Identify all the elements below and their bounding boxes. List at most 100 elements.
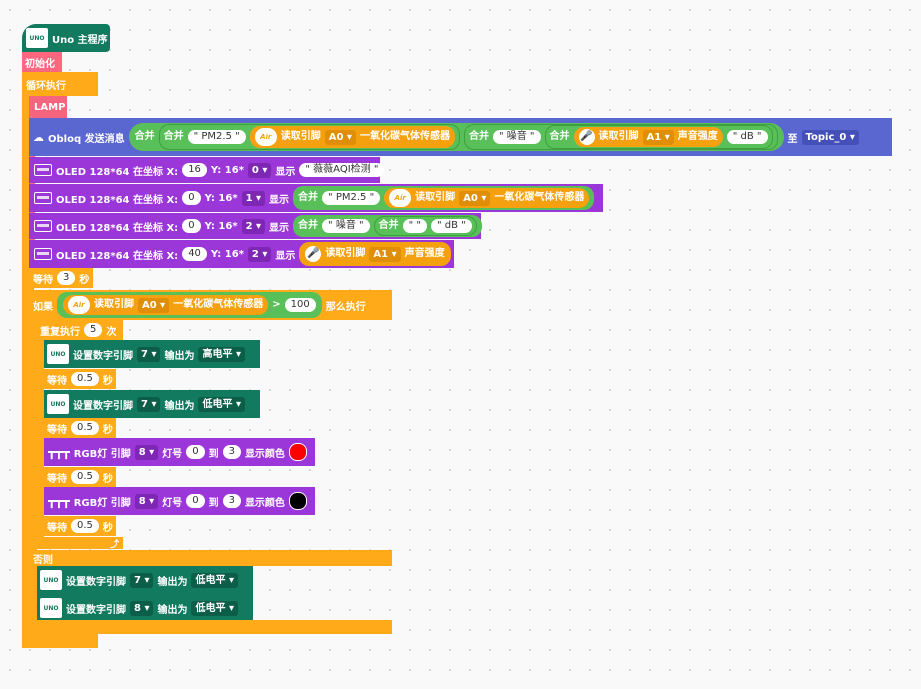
db-string[interactable]: " dB " [431,219,472,233]
else-set-pin8-low-block[interactable]: UNO 设置数字引脚 8 ▾ 输出为 低电平 ▾ [37,594,253,622]
microphone-icon: 🎤 [305,246,322,262]
pin-select-a1[interactable]: A1 ▾ [369,246,401,262]
if-block[interactable]: 如果 Air 读取引脚 A0 ▾ 一氧化碳气体传感器 > 100 那么执行 [29,290,392,320]
repeat-count-input[interactable]: 5 [84,323,103,337]
to-label: 到 [208,448,219,460]
noise-string[interactable]: " 噪音 " [492,130,541,144]
from-input[interactable]: 0 [186,445,205,459]
sound-sensor-reader[interactable]: 🎤 读取引脚 A1 ▾ 声音强度 [573,127,723,147]
y-select[interactable]: 1 ▾ [241,190,266,206]
pin-select[interactable]: 7 ▾ [130,572,154,588]
y-label: Y: 16* [210,248,244,260]
color-swatch-red[interactable] [288,443,307,461]
else-set-pin7-low-block[interactable]: UNO 设置数字引脚 7 ▾ 输出为 低电平 ▾ [37,566,253,594]
merge-outer[interactable]: 合并 合并 " PM2.5 " Air 读取引脚 A0 ▾ 一氧化碳气体传感器 … [128,123,784,151]
wait-label: 等待 [33,274,53,286]
pm25-string[interactable]: " PM2.5 " [322,191,381,205]
init-block[interactable]: 初始化 [22,52,62,72]
wait-block[interactable]: 等待 3 秒 [29,268,93,288]
oled-show-block-2[interactable]: OLED 128*64 在坐标 X: 0 Y: 16* 1 ▾ 显示 合并 " … [29,184,603,212]
merge-block[interactable]: 合并 " PM2.5 " Air 读取引脚 A0 ▾ 一氧化碳气体传感器 [293,186,595,210]
pin-select-a1[interactable]: A1 ▾ [642,129,674,145]
to-input[interactable]: 3 [222,494,241,508]
co-sensor-reader[interactable]: Air 读取引脚 A0 ▾ 一氧化碳气体传感器 [249,126,455,148]
merge-inner[interactable]: 合并 " " " dB " [373,216,477,236]
wait-seconds-input[interactable]: 0.5 [71,519,99,533]
wait-seconds-input[interactable]: 3 [57,271,76,285]
wait-label: 等待 [47,473,67,485]
uno-board-icon: UNO [47,394,69,414]
pin-select-a0[interactable]: A0 ▾ [138,297,170,313]
level-select[interactable]: 低电平 ▾ [198,396,245,412]
wait-half-block-3[interactable]: 等待 0.5 秒 [44,467,116,487]
rgb-led-black-block[interactable]: ┳┳┳ RGB灯 引脚 8 ▾ 灯号 0 到 3 显示颜色 [44,487,315,515]
y-select[interactable]: 0 ▾ [247,162,272,178]
pin-select[interactable]: 7 ▾ [137,396,161,412]
pm25-string[interactable]: " PM2.5 " [187,130,246,144]
pin-select-a0[interactable]: A0 ▾ [324,129,356,145]
x-input[interactable]: 16 [182,163,207,177]
x-input[interactable]: 40 [182,247,207,261]
x-input[interactable]: 0 [182,219,201,233]
oled-label: OLED 128*64 在坐标 X: [56,166,179,178]
merge-block[interactable]: 合并 " 噪音 " 合并 " " " dB " [293,215,482,237]
blank-string[interactable]: " " [402,219,427,233]
from-input[interactable]: 0 [186,494,205,508]
merge-label: 合并 [298,220,319,231]
topic-select[interactable]: Topic_0 ▾ [801,129,859,145]
sound-label: 声音强度 [677,131,718,142]
compare-value-input[interactable]: 100 [284,298,316,312]
db-string[interactable]: " dB " [726,130,768,144]
oled-show-block-4[interactable]: OLED 128*64 在坐标 X: 40 Y: 16* 2 ▾ 显示 🎤 读取… [29,240,454,268]
show-label: 显示 [275,250,296,262]
co-sensor-reader[interactable]: Air 读取引脚 A0 ▾ 一氧化碳气体传感器 [384,188,590,208]
pin-select[interactable]: 7 ▾ [137,346,161,362]
merge-sound[interactable]: 合并 🎤 读取引脚 A1 ▾ 声音强度 " dB " [544,125,773,149]
lamp-label: LAMP [34,101,66,113]
sound-sensor-reader[interactable]: 🎤 读取引脚 A1 ▾ 声音强度 [299,242,451,266]
wait-half-block-2[interactable]: 等待 0.5 秒 [44,418,116,438]
lamp-number-label: 灯号 [162,448,183,460]
uno-board-icon: UNO [40,598,62,618]
obloq-send-block[interactable]: ☁ Obloq 发送消息 合并 合并 " PM2.5 " Air 读取引脚 A0… [29,118,892,156]
compare-block[interactable]: Air 读取引脚 A0 ▾ 一氧化碳气体传感器 > 100 [57,292,322,318]
wait-seconds-input[interactable]: 0.5 [71,372,99,386]
text-input[interactable]: " 薇薇AQI检测 " [299,163,385,177]
merge-pm25[interactable]: 合并 " PM2.5 " Air 读取引脚 A0 ▾ 一氧化碳气体传感器 [158,124,460,150]
co-sensor-reader[interactable]: Air 读取引脚 A0 ▾ 一氧化碳气体传感器 [63,295,269,315]
lamp-function-block[interactable]: LAMP [29,96,67,118]
oled-screen-icon [34,248,52,260]
wait-half-block-4[interactable]: 等待 0.5 秒 [44,516,116,536]
y-select[interactable]: 2 ▾ [241,218,266,234]
noise-string[interactable]: " 噪音 " [322,219,370,233]
to-input[interactable]: 3 [222,445,241,459]
loop-block[interactable]: 循环执行 [22,72,98,96]
y-select[interactable]: 2 ▾ [247,246,272,262]
level-select[interactable]: 低电平 ▾ [191,572,238,588]
repeat-block[interactable]: 重复执行 5 次 [37,320,123,340]
level-select[interactable]: 低电平 ▾ [191,600,238,616]
set-digital-pin-low-block[interactable]: UNO 设置数字引脚 7 ▾ 输出为 低电平 ▾ [44,390,260,418]
set-digital-pin-high-block[interactable]: UNO 设置数字引脚 7 ▾ 输出为 高电平 ▾ [44,340,260,368]
rgb-led-red-block[interactable]: ┳┳┳ RGB灯 引脚 8 ▾ 灯号 0 到 3 显示颜色 [44,438,315,466]
wait-seconds-input[interactable]: 0.5 [71,421,99,435]
oled-show-block-3[interactable]: OLED 128*64 在坐标 X: 0 Y: 16* 2 ▾ 显示 合并 " … [29,213,482,239]
wait-half-block-1[interactable]: 等待 0.5 秒 [44,369,116,389]
y-label: Y: 16* [204,192,238,204]
merge-noise[interactable]: 合并 " 噪音 " 合并 🎤 读取引脚 A1 ▾ 声音强度 " dB " [463,124,778,150]
rgb-pin-select[interactable]: 8 ▾ [134,493,159,509]
microphone-icon: 🎤 [578,129,595,145]
rgb-pin-select[interactable]: 8 ▾ [134,444,159,460]
rgb-label: RGB灯 引脚 [73,497,131,509]
color-swatch-black[interactable] [288,492,307,510]
oled-show-block-1[interactable]: OLED 128*64 在坐标 X: 16 Y: 16* 0 ▾ 显示 " 薇薇… [29,157,385,183]
pin-select-a0[interactable]: A0 ▾ [459,190,491,206]
loop-label: 循环执行 [26,80,66,92]
main-program-hat[interactable]: UNO Uno 主程序 [22,24,110,52]
else-label-bar[interactable]: 否则 [29,550,392,566]
wait-seconds-input[interactable]: 0.5 [71,470,99,484]
pin-select[interactable]: 8 ▾ [130,600,154,616]
read-pin-label: 读取引脚 [325,248,366,259]
x-input[interactable]: 0 [182,191,201,205]
level-select[interactable]: 高电平 ▾ [198,346,245,362]
